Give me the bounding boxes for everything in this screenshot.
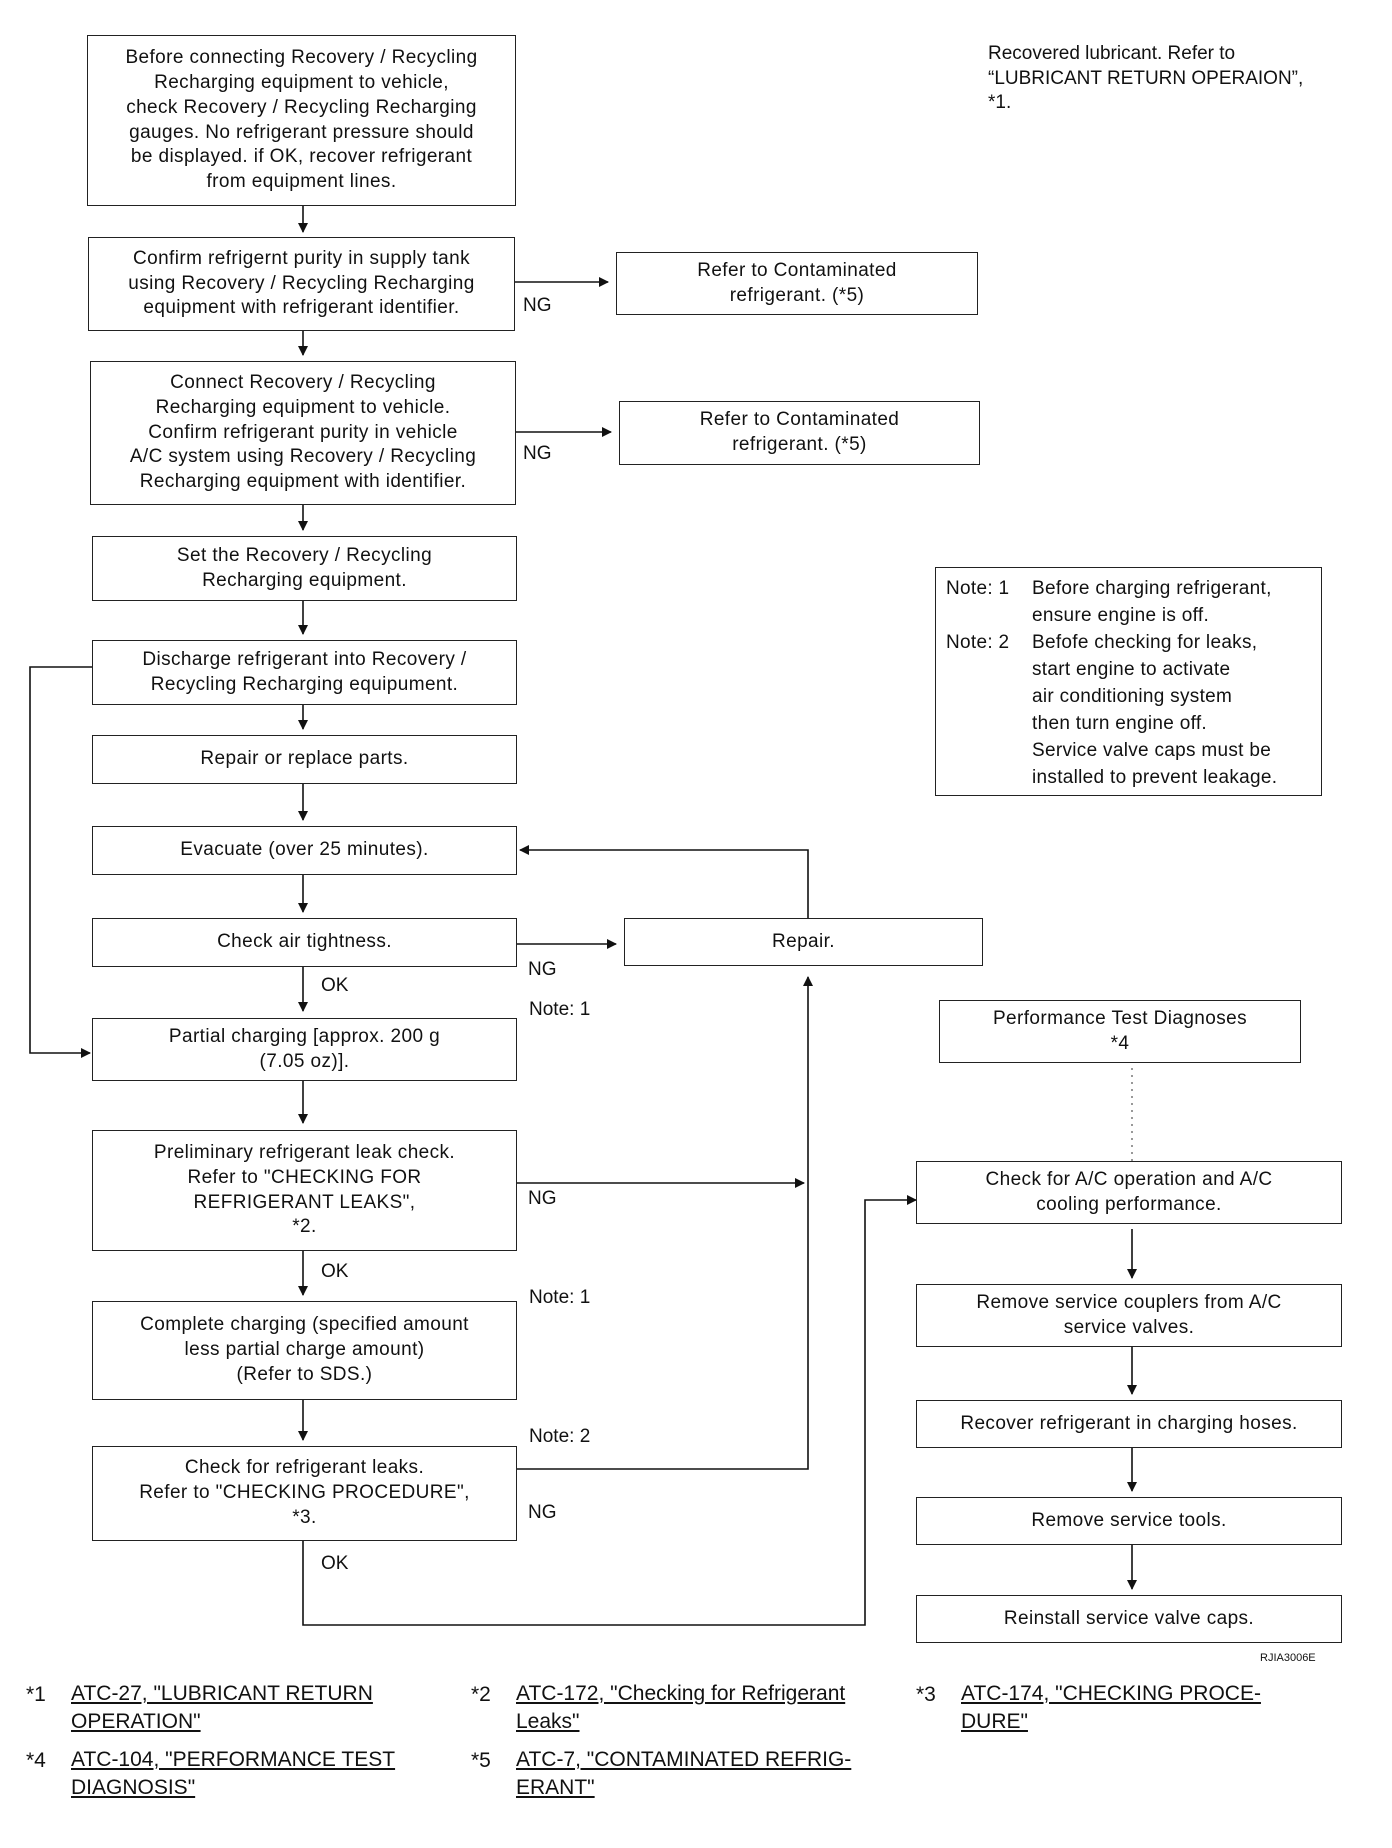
ok-label: OK: [321, 975, 349, 996]
ng-label: NG: [528, 1502, 557, 1523]
note-body: Before charging refrigerant, ensure engi…: [1032, 578, 1272, 626]
note-head: Note: 2: [946, 631, 1010, 653]
discharge-step: Discharge refrigerant into Recovery / Re…: [92, 640, 517, 705]
note-row: Note: 1 Before charging refrigerant, ens…: [946, 576, 1313, 630]
check-air-tightness-step: Check air tightness.: [92, 918, 517, 967]
lubricant-return-note: Recovered lubricant. Refer to “LUBRICANT…: [988, 43, 1304, 114]
footnote-link-atc-104[interactable]: ATC-104, "PERFORMANCE TEST DIAGNOSIS": [71, 1748, 396, 1799]
note-body: Befofe checking for leaks, start engine …: [1032, 631, 1278, 788]
note-row: Note: 2 Befofe checking for leaks, start…: [946, 630, 1313, 792]
partial-charging-step: Partial charging [approx. 200 g (7.05 oz…: [92, 1018, 517, 1081]
footnote-marker: *4: [26, 1749, 46, 1772]
reinstall-valve-caps-step: Reinstall service valve caps.: [916, 1595, 1342, 1643]
footnote-link-atc-174[interactable]: ATC-174, "CHECKING PROCE- DURE": [961, 1682, 1261, 1733]
check-ac-operation-step: Check for A/C operation and A/C cooling …: [916, 1161, 1342, 1224]
connect-confirm-vehicle-step: Connect Recovery / Recycling Recharging …: [90, 361, 516, 505]
note-1-label: Note: 1: [529, 999, 591, 1020]
footnote-marker: *2: [471, 1683, 491, 1706]
ng-label: NG: [528, 1188, 557, 1209]
footnote-link-atc-172[interactable]: ATC-172, "Checking for Refrigerant Leaks…: [516, 1682, 846, 1733]
set-equipment-step: Set the Recovery / Recycling Recharging …: [92, 536, 517, 601]
complete-charging-step: Complete charging (specified amount less…: [92, 1301, 517, 1400]
footnote-link-atc-27[interactable]: ATC-27, "LUBRICANT RETURN OPERATION": [71, 1682, 373, 1733]
remove-service-tools-step: Remove service tools.: [916, 1497, 1342, 1545]
ng-label: NG: [523, 443, 552, 464]
note-head: Note: 1: [946, 578, 1010, 599]
contaminated-refrigerant-step-1: Refer to Contaminated refrigerant. (*5): [616, 252, 978, 315]
repair-step: Repair.: [624, 918, 983, 966]
notes-box: Note: 1 Before charging refrigerant, ens…: [935, 567, 1322, 796]
ng-label: NG: [528, 959, 557, 980]
performance-test-diagnoses-step: Performance Test Diagnoses *4: [939, 1000, 1301, 1063]
footnote-link-atc-7[interactable]: ATC-7, "CONTAMINATED REFRIG- ERANT": [516, 1748, 852, 1799]
footnote-marker: *1: [26, 1683, 46, 1706]
recover-refrigerant-hoses-step: Recover refrigerant in charging hoses.: [916, 1400, 1342, 1448]
preliminary-leak-check-step: Preliminary refrigerant leak check. Refe…: [92, 1130, 517, 1251]
check-gauges-step: Before connecting Recovery / Recycling R…: [87, 35, 516, 206]
ok-label: OK: [321, 1261, 349, 1282]
contaminated-refrigerant-step-2: Refer to Contaminated refrigerant. (*5): [619, 401, 980, 465]
repair-replace-parts-step: Repair or replace parts.: [92, 735, 517, 784]
remove-service-couplers-step: Remove service couplers from A/C service…: [916, 1284, 1342, 1347]
confirm-supply-purity-step: Confirm refrigernt purity in supply tank…: [88, 237, 515, 331]
note-1-label: Note: 1: [529, 1287, 591, 1308]
footnote-marker: *5: [471, 1749, 491, 1772]
evacuate-step: Evacuate (over 25 minutes).: [92, 826, 517, 875]
check-refrigerant-leaks-step: Check for refrigerant leaks. Refer to "C…: [92, 1446, 517, 1541]
ok-label: OK: [321, 1553, 349, 1574]
note-2-label: Note: 2: [529, 1426, 591, 1447]
ng-label: NG: [523, 295, 552, 316]
figure-code: RJIA3006E: [1260, 1652, 1316, 1664]
footnote-marker: *3: [916, 1683, 936, 1706]
